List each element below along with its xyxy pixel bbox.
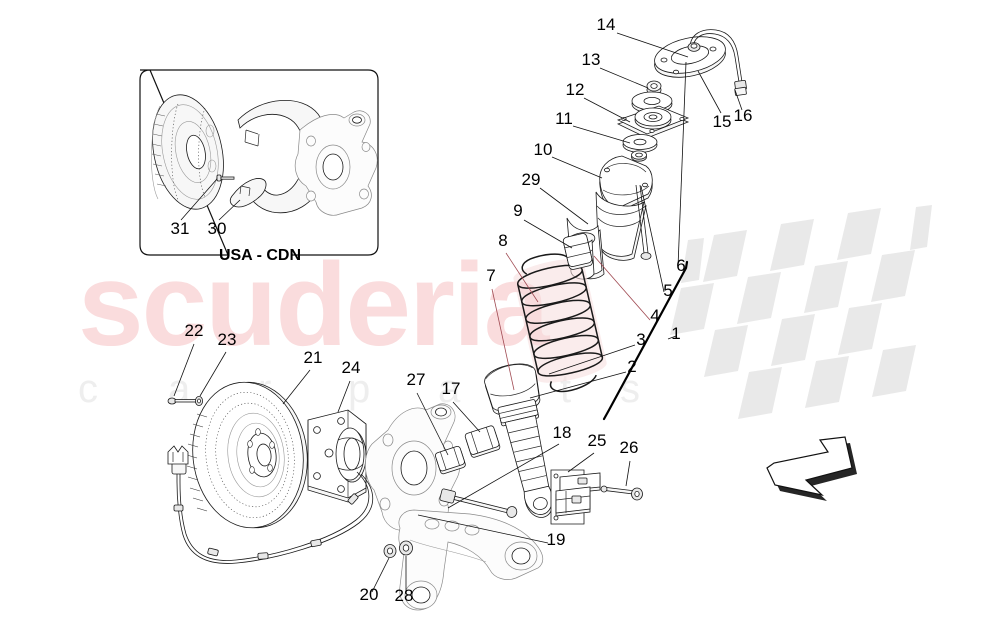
callout-9: 9	[513, 201, 522, 220]
callout-4: 4	[650, 306, 659, 325]
direction-arrow	[766, 436, 857, 501]
wm-letter: p	[348, 367, 370, 411]
callout-22: 22	[185, 321, 204, 340]
callout-12: 12	[566, 80, 585, 99]
part-lower-control-arm	[398, 509, 544, 611]
part-rod-bushing	[562, 233, 593, 270]
callout-numbers: 1 2 3 4 5 6 7 8 9 10 11 12 13 14 15 16 1…	[185, 15, 753, 605]
callout-7: 7	[486, 266, 495, 285]
callout-3: 3	[636, 330, 645, 349]
callout-2: 2	[627, 357, 636, 376]
cable-clips	[173, 493, 359, 560]
watermark-carparts: c a r p a r t s	[78, 367, 640, 411]
part-top-mount-nut	[687, 42, 701, 52]
disc-drill-holes	[205, 391, 295, 519]
callout-27: 27	[407, 370, 426, 389]
wm-letter: a	[168, 367, 191, 411]
callout-25: 25	[588, 431, 607, 450]
part-mounting-bracket	[550, 469, 601, 525]
wm-letter: t	[560, 367, 571, 411]
callout-21: 21	[304, 348, 323, 367]
callout-8: 8	[498, 231, 507, 250]
callout-11: 11	[555, 109, 573, 128]
callout-15: 15	[713, 112, 732, 131]
watermark-scuderia: scuderia	[78, 239, 551, 371]
part-strut-lower-body	[484, 363, 554, 518]
part-wheel-hub	[307, 409, 367, 503]
callout-14: 14	[597, 15, 616, 34]
callout-17: 17	[442, 379, 461, 398]
part-strut-mount-block	[616, 105, 690, 139]
part-strut-top-mount-plate	[654, 36, 726, 78]
inset-label-usa-cdn: USA - CDN	[219, 247, 301, 264]
wm-letter: c	[78, 367, 98, 411]
callout-29: 29	[522, 170, 541, 189]
wm-letter: a	[438, 367, 461, 411]
callout-5: 5	[663, 281, 672, 300]
part-sensor-wire-upper	[689, 29, 747, 96]
part-disc-screw	[167, 395, 203, 406]
part-bracket-bolt	[600, 485, 643, 501]
callout-30: 30	[208, 219, 227, 238]
callout-20: 20	[360, 585, 379, 604]
callout-18: 18	[553, 423, 572, 442]
part-upper-washer	[622, 134, 658, 153]
part-damper-upper-body	[595, 155, 653, 261]
inset-shield-screw	[216, 174, 235, 182]
callout-6: 6	[676, 256, 685, 275]
callout-10: 10	[534, 140, 553, 159]
callout-28: 28	[395, 586, 414, 605]
part-knuckle-bushings	[434, 425, 501, 475]
callout-13: 13	[582, 50, 601, 69]
abs-connector	[167, 445, 189, 475]
inset-brake-disc	[151, 94, 224, 210]
checkered-flag-graphic	[670, 205, 932, 419]
callout-24: 24	[342, 358, 361, 377]
part-control-arm-bolt	[439, 488, 518, 518]
callout-16: 16	[734, 106, 753, 125]
part-abs-sensor-cable	[167, 445, 373, 564]
watermark-layer: scuderia c a r p a r t s	[78, 239, 640, 411]
callout-26: 26	[620, 438, 639, 457]
part-coil-spring	[513, 253, 607, 393]
inset-leader-lines	[180, 178, 241, 221]
wm-letter: s	[620, 367, 640, 411]
part-arm-nuts	[383, 540, 413, 558]
callout-19: 19	[547, 530, 566, 549]
callout-31: 31	[171, 219, 190, 238]
leader-lines	[173, 32, 743, 593]
part-strut-bolt-long	[635, 184, 652, 260]
inset-steering-knuckle	[294, 110, 378, 216]
usa-cdn-inset: USA - CDN	[139, 69, 379, 264]
callout-23: 23	[218, 330, 237, 349]
callout-1: 1	[671, 324, 680, 343]
disc-vanes	[186, 413, 208, 512]
part-brake-disc	[186, 381, 308, 529]
